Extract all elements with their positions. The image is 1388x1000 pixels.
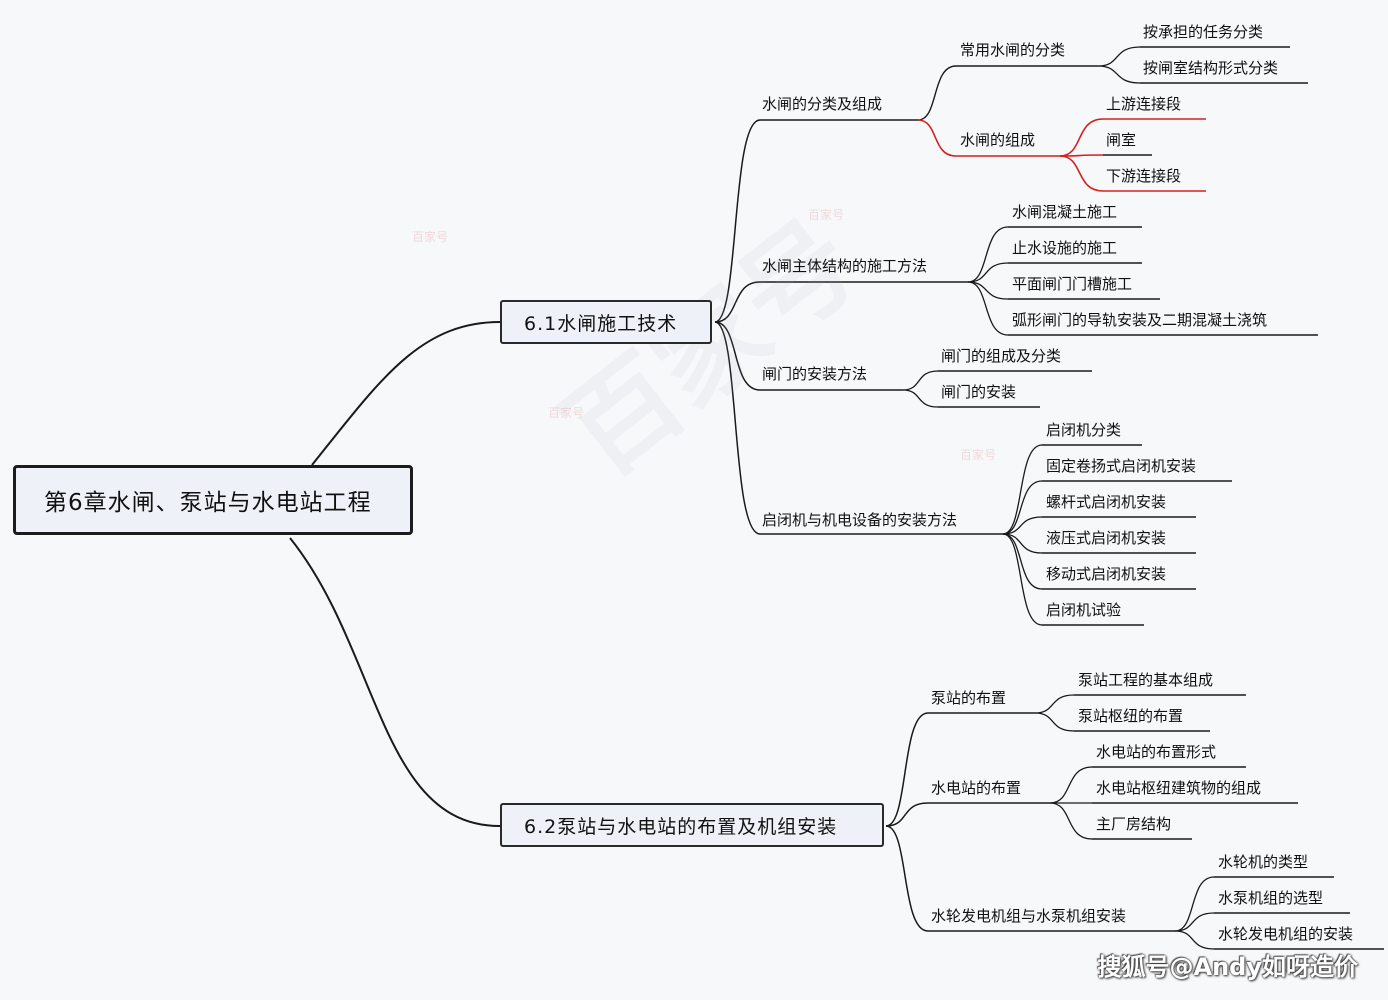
leaf-pump-hub-layout[interactable]: 泵站枢纽的布置 [1078, 707, 1184, 725]
topic-pump-station-layout[interactable]: 泵站的布置 [931, 689, 1007, 707]
connector-line [1097, 65, 1141, 84]
connector-line [1059, 118, 1104, 157]
connector-line [714, 281, 761, 323]
leaf-waterstop-construction[interactable]: 止水设施的施工 [1012, 239, 1118, 257]
leaf-hydropower-layout-form[interactable]: 水电站的布置形式 [1096, 743, 1217, 761]
leaf-hydropower-hub-buildings[interactable]: 水电站枢纽建筑物的组成 [1096, 779, 1262, 797]
connector-line [967, 281, 1009, 336]
connector-line [289, 537, 501, 827]
leaf-upstream-section[interactable]: 上游连接段 [1106, 95, 1182, 113]
connector-line [1002, 480, 1043, 535]
topic-sluice-composition[interactable]: 水闸的组成 [960, 131, 1036, 149]
leaf-by-chamber-structure[interactable]: 按闸室结构形式分类 [1143, 59, 1279, 77]
leaf-powerhouse-structure[interactable]: 主厂房结构 [1096, 815, 1172, 833]
connector-line [1002, 533, 1043, 626]
connector-line [1002, 516, 1043, 535]
topic-common-sluice-classification[interactable]: 常用水闸的分类 [960, 41, 1066, 59]
section-topic-6-1[interactable]: 6.1水闸施工技术 [500, 300, 712, 344]
root-topic[interactable]: 第6章水闸、泵站与水电站工程 [13, 465, 413, 535]
topic-sluice-classification-composition[interactable]: 水闸的分类及组成 [762, 95, 883, 113]
watermark-logo: 百家号 [412, 230, 449, 244]
leaf-hoist-classification[interactable]: 启闭机分类 [1046, 421, 1122, 439]
leaf-generator-unit-installation[interactable]: 水轮发电机组的安装 [1218, 925, 1354, 943]
connector-line [885, 802, 929, 827]
connector-line [1174, 912, 1215, 932]
connector-line [902, 389, 939, 408]
topic-unit-installation[interactable]: 水轮发电机组与水泵机组安装 [931, 907, 1127, 925]
leaf-screw-hoist[interactable]: 螺杆式启闭机安装 [1046, 493, 1167, 511]
connector-line [885, 712, 929, 827]
leaf-concrete-construction[interactable]: 水闸混凝土施工 [1012, 203, 1118, 221]
watermark-logo: 百家号 [548, 406, 585, 420]
leaf-downstream-section[interactable]: 下游连接段 [1106, 167, 1182, 185]
leaf-gate-chamber[interactable]: 闸室 [1106, 131, 1137, 149]
leaf-hoist-test[interactable]: 启闭机试验 [1046, 601, 1122, 619]
leaf-mobile-hoist[interactable]: 移动式启闭机安装 [1046, 565, 1167, 583]
leaf-hydraulic-hoist[interactable]: 液压式启闭机安装 [1046, 529, 1167, 547]
topic-gate-installation-method[interactable]: 闸门的安装方法 [762, 365, 868, 383]
leaf-plane-gate-slot[interactable]: 平面闸门门槽施工 [1012, 275, 1133, 293]
connector-line [311, 321, 501, 466]
leaf-gate-installation[interactable]: 闸门的安装 [941, 383, 1017, 401]
connector-line [1059, 155, 1104, 192]
connector-line [917, 119, 957, 157]
connector-line [1049, 766, 1093, 804]
connector-line [1174, 876, 1215, 932]
leaf-pump-unit-selection[interactable]: 水泵机组的选型 [1218, 889, 1324, 907]
connector-line [714, 321, 761, 391]
connector-line [885, 825, 929, 932]
connector-line [967, 262, 1009, 283]
connector-line [967, 281, 1009, 300]
root-topic-label: 第6章水闸、泵站与水电站工程 [44, 490, 372, 516]
leaf-turbine-types[interactable]: 水轮机的类型 [1218, 853, 1309, 871]
connector-line [1049, 802, 1093, 840]
connector-line [714, 119, 761, 323]
connector-line [1002, 533, 1043, 590]
leaf-by-task[interactable]: 按承担的任务分类 [1143, 23, 1264, 41]
section-topic-6-2[interactable]: 6.2泵站与水电站的布置及机组安装 [500, 803, 884, 847]
connector-line [1034, 712, 1075, 732]
watermark-logo: 百家号 [808, 208, 845, 222]
connector-line [902, 370, 939, 391]
watermark-logo: 百家号 [960, 448, 997, 462]
topic-hoist-installation-method[interactable]: 启闭机与机电设备的安装方法 [762, 511, 958, 529]
connector-line [1034, 694, 1075, 714]
leaf-gate-composition[interactable]: 闸门的组成及分类 [941, 347, 1062, 365]
section-topic-label: 6.2泵站与水电站的布置及机组安装 [524, 815, 838, 838]
topic-hydropower-layout[interactable]: 水电站的布置 [931, 779, 1022, 797]
leaf-radial-gate-rail[interactable]: 弧形闸门的导轨安装及二期混凝土浇筑 [1012, 311, 1268, 329]
leaf-pump-basic-composition[interactable]: 泵站工程的基本组成 [1078, 671, 1214, 689]
source-credit: 搜狐号@Andy如呀造价 [1097, 953, 1358, 981]
connector-line [967, 226, 1009, 283]
connector-line [714, 321, 761, 535]
connector-line [1002, 533, 1043, 554]
connector-line [1002, 444, 1043, 535]
section-topic-label: 6.1水闸施工技术 [524, 312, 678, 335]
topic-main-structure-construction[interactable]: 水闸主体结构的施工方法 [762, 257, 928, 275]
connector-line [1097, 46, 1141, 67]
connector-line [917, 65, 957, 121]
connector-line [1174, 930, 1215, 950]
leaf-fixed-winch-hoist[interactable]: 固定卷扬式启闭机安装 [1046, 457, 1197, 475]
